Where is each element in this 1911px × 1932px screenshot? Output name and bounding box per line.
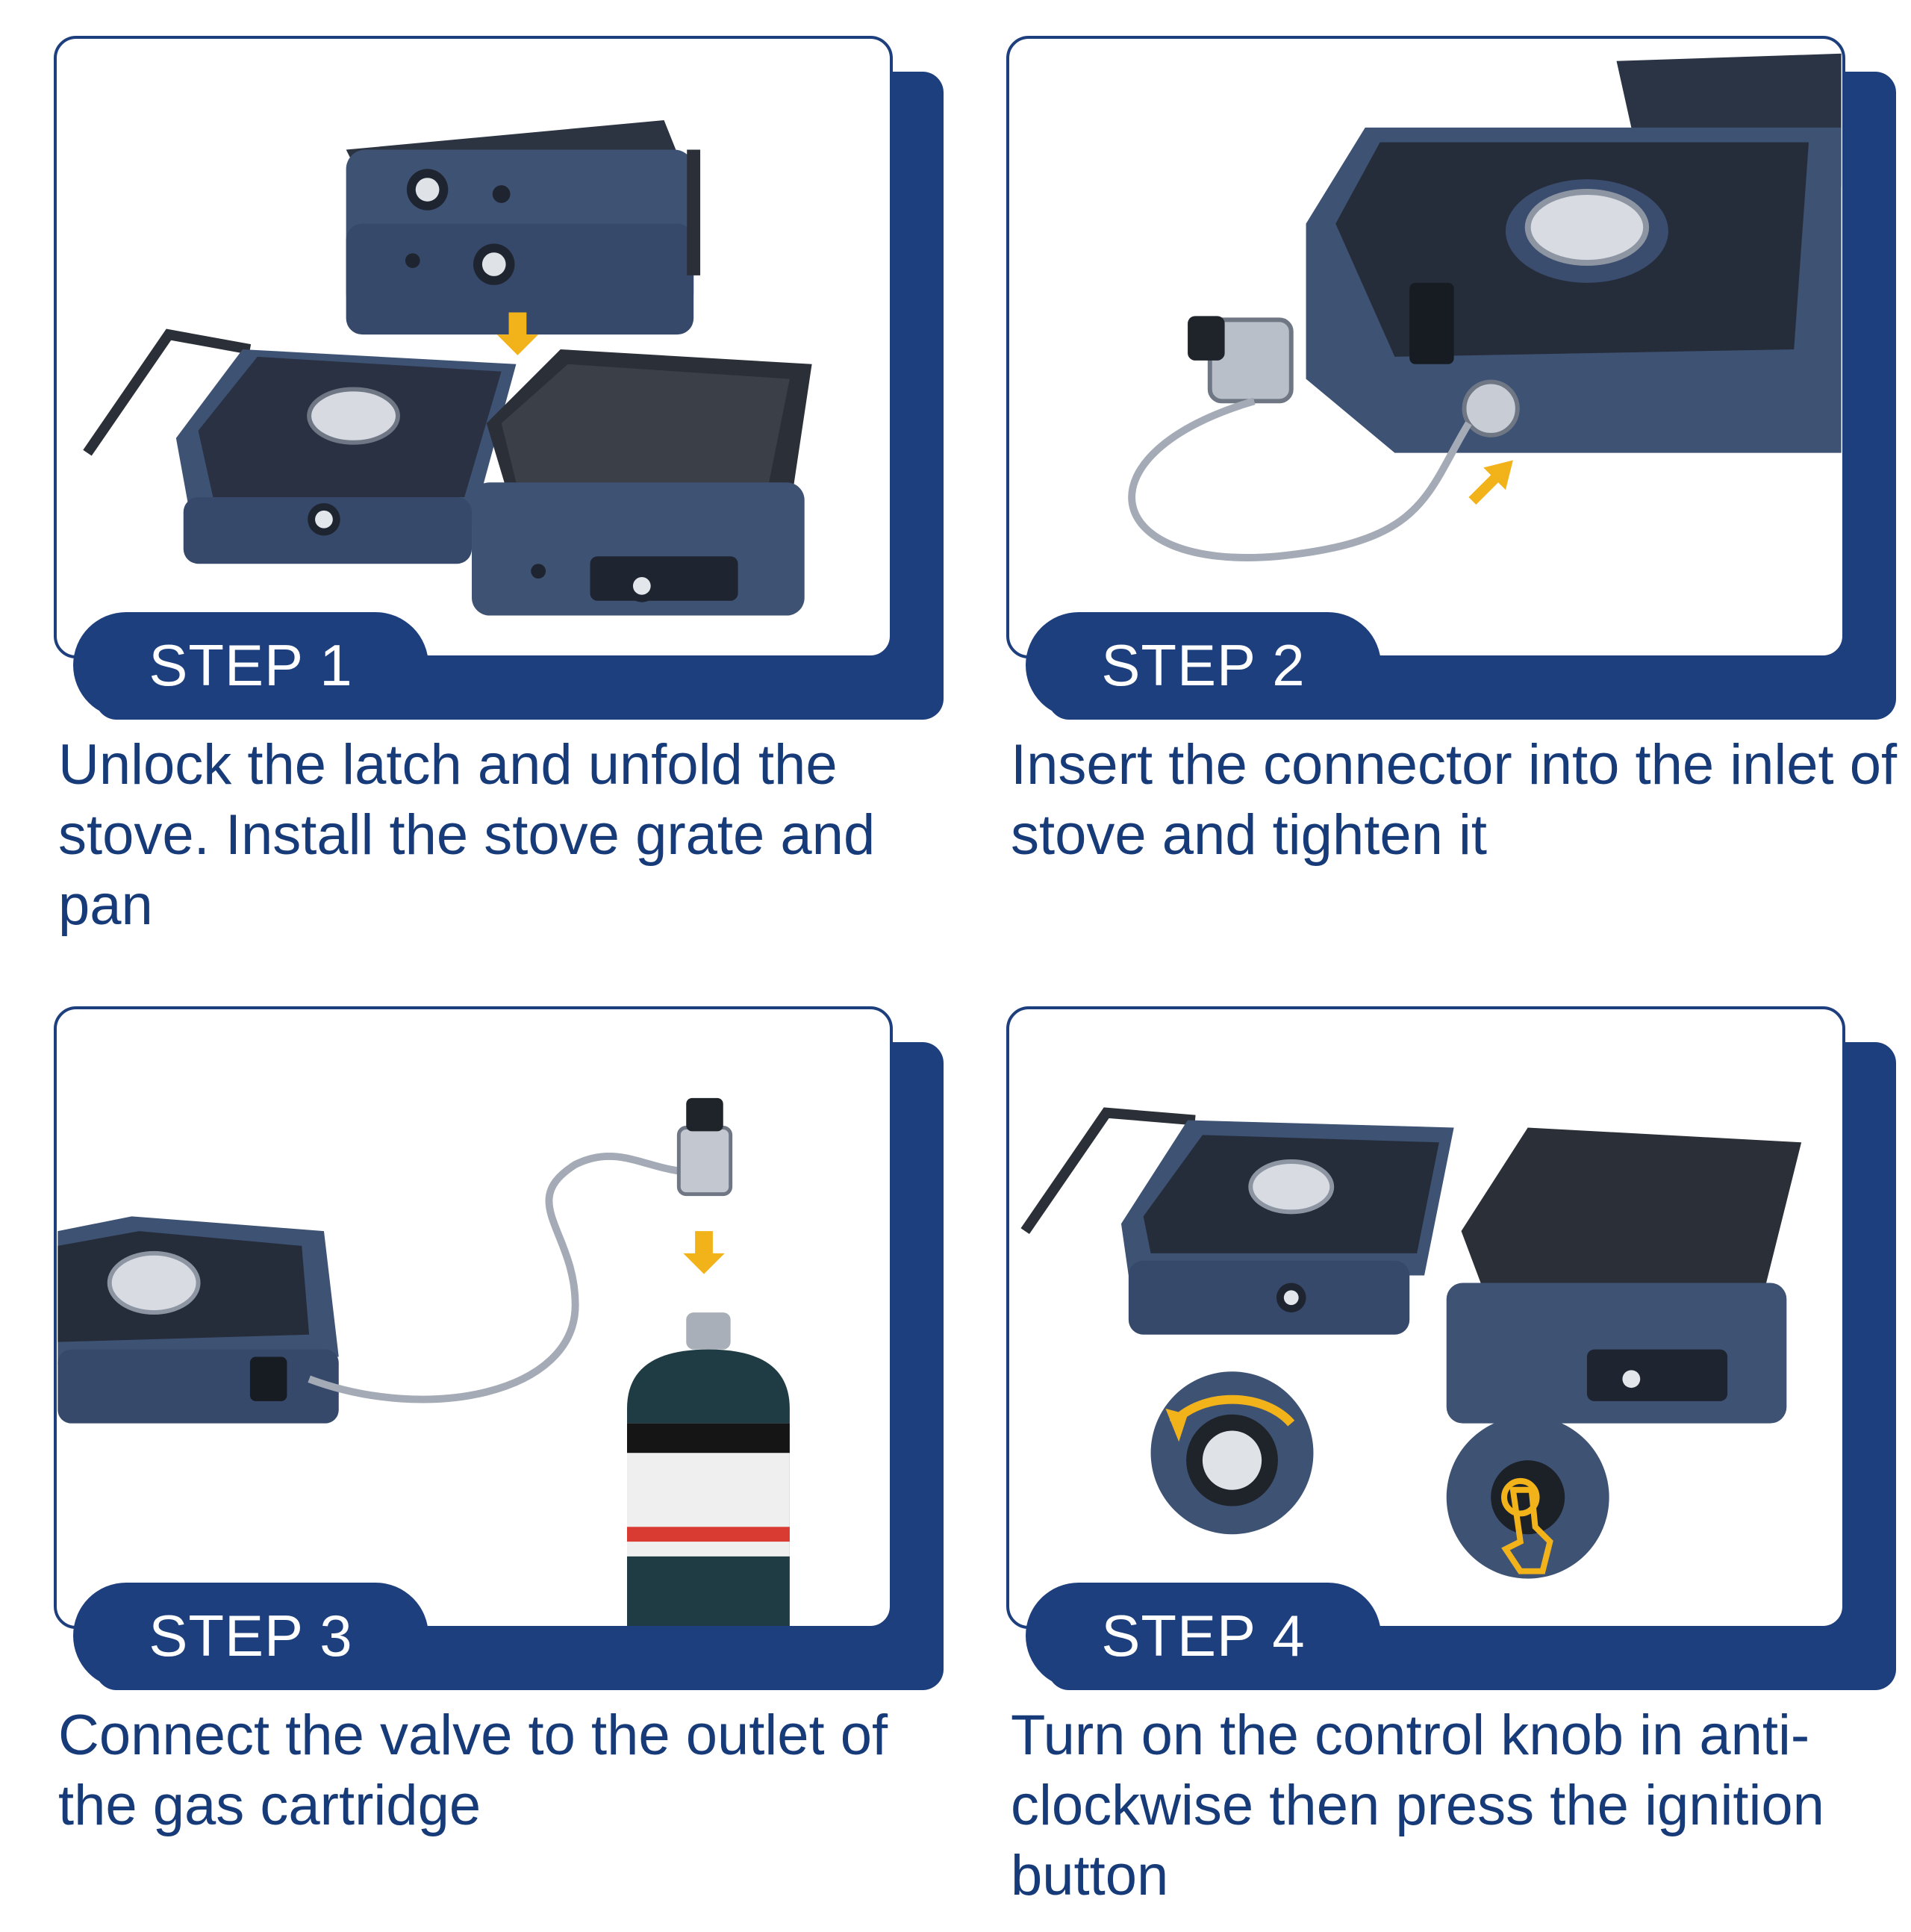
step-3-label: STEP 3: [149, 1602, 353, 1668]
step-3-caption: Connect the valve to the outlet of the g…: [58, 1704, 888, 1837]
step-4-card: STEP 4 Turn on the control knob in anti-…: [1006, 1006, 1902, 1932]
step-1-label: STEP 1: [149, 632, 353, 698]
pointing-hand-icon: [1501, 1486, 1553, 1574]
step-2-badge: STEP 2: [1026, 612, 1381, 718]
step-1-card: STEP 1 Unlock the latch and unfold the s…: [54, 36, 950, 962]
step-4-caption: Turn on the control knob in anti-clockwi…: [1011, 1704, 1824, 1907]
step-1-illustration-frame: [54, 36, 893, 658]
step-4-illustration-frame: [1006, 1006, 1845, 1629]
gas-cartridge-illustration: [57, 1097, 790, 1626]
down-arrow-icon: [683, 1231, 725, 1274]
step-2-illustration-frame: [1006, 36, 1845, 658]
step-4-label: STEP 4: [1101, 1602, 1306, 1668]
anticlockwise-arrow-icon: [1169, 1395, 1295, 1427]
step-1-caption: Unlock the latch and unfold the stove. I…: [58, 733, 876, 937]
propane-cartridge: [627, 1312, 790, 1626]
up-right-arrow-icon: [1468, 460, 1513, 505]
connector-insert-illustration: [1128, 53, 1842, 561]
ignition-button-zoom: [1446, 1415, 1609, 1579]
step-2-caption: Insert the connector into the inlet of s…: [1011, 733, 1898, 867]
stove-unfold-illustration: [83, 119, 812, 616]
step-2-card: STEP 2 Insert the connector into the inl…: [1006, 36, 1902, 962]
unfolded-stove-right: [472, 349, 812, 616]
folded-stove: [346, 119, 701, 335]
gas-hose: [308, 1153, 694, 1403]
step-3-card: STEP 3 Connect the valve to the outlet o…: [54, 1006, 950, 1932]
regulator-hose: [1128, 316, 1472, 561]
valve-connector: [676, 1097, 733, 1197]
step-3-badge: STEP 3: [73, 1583, 428, 1689]
step-1-badge: STEP 1: [73, 612, 428, 718]
knob-ignition-illustration: [1020, 1107, 1802, 1579]
stove-body: [1306, 53, 1842, 453]
down-arrow-icon: [496, 312, 539, 355]
unfolded-stove-left: [83, 328, 517, 564]
stove-partial: [57, 1216, 339, 1424]
control-knob-zoom: [1150, 1371, 1314, 1535]
step-3-illustration-frame: [54, 1006, 893, 1629]
unfolded-stove-pair: [1020, 1107, 1802, 1424]
step-2-label: STEP 2: [1101, 632, 1306, 698]
step-4-badge: STEP 4: [1026, 1583, 1381, 1689]
